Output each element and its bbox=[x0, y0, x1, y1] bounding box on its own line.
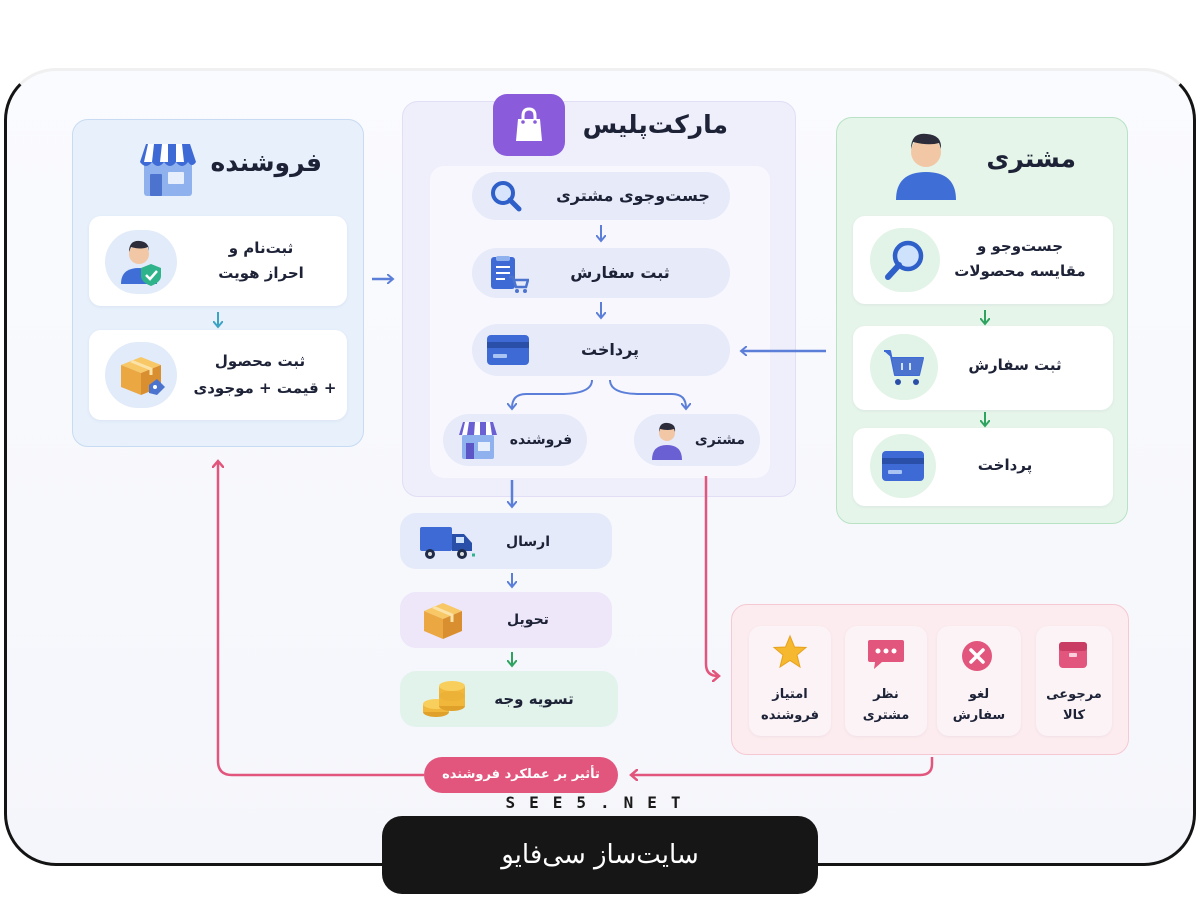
seller-step-register-line1: ثبت‌نام و bbox=[228, 239, 294, 257]
customer-step-search-line2: مقایسه محصولات bbox=[954, 262, 1086, 280]
watermark-text: SEE5.NET bbox=[505, 793, 695, 812]
customer-step-search-line1: جست‌وجو و bbox=[976, 237, 1064, 255]
cancel-icon bbox=[960, 639, 994, 673]
coins-icon bbox=[420, 676, 468, 722]
truck-icon bbox=[418, 521, 476, 563]
store-icon bbox=[456, 419, 500, 461]
issue-returns-line2: کالا bbox=[1062, 708, 1086, 723]
market-step-payment-label: پرداخت bbox=[580, 340, 640, 359]
arrow-to-issues bbox=[704, 476, 718, 676]
market-step-search-label: جست‌وجوی مشتری bbox=[556, 186, 710, 205]
shopping-bag-icon bbox=[493, 94, 565, 156]
brand-banner: سایت‌ساز سی‌فایو bbox=[382, 816, 818, 894]
star-icon bbox=[772, 634, 808, 670]
market-step-order-label: ثبت سفارش bbox=[570, 263, 670, 282]
customer-step-payment-label: پرداخت bbox=[977, 456, 1033, 474]
issue-rating-line2: فروشنده bbox=[761, 708, 819, 723]
seller-title: فروشنده bbox=[210, 148, 322, 177]
issue-cancel-line1: لغو bbox=[968, 687, 990, 702]
fulfillment-delivery-label: تحویل bbox=[507, 612, 549, 628]
cart-icon bbox=[870, 334, 938, 400]
issue-rating-line1: امتیاز bbox=[772, 687, 808, 702]
credit-card-icon bbox=[870, 434, 936, 498]
issue-review-line2: مشتری bbox=[862, 708, 910, 723]
marketplace-title: مارکت‌پلیس bbox=[582, 110, 728, 139]
impact-on-seller-pill: تأثیر بر عملکرد فروشنده bbox=[424, 757, 618, 793]
market-to-customer-label: مشتری bbox=[694, 432, 746, 448]
seller-step-product-line2: + قیمت + موجودی bbox=[193, 379, 337, 397]
search-icon bbox=[870, 228, 940, 292]
fulfillment-settlement-label: تسویه وجه bbox=[494, 690, 574, 708]
fulfillment-shipping-label: ارسال bbox=[505, 534, 551, 550]
fulfillment-settlement[interactable] bbox=[400, 671, 618, 727]
market-step-search[interactable] bbox=[472, 172, 730, 220]
market-to-seller-label: فروشنده bbox=[509, 432, 573, 448]
arrow-impact-to-seller bbox=[218, 462, 424, 777]
arrow-issues-to-impact bbox=[632, 757, 934, 775]
return-box-icon bbox=[1056, 638, 1090, 672]
box-icon bbox=[420, 597, 466, 643]
store-icon bbox=[136, 140, 200, 198]
chat-icon bbox=[866, 636, 906, 672]
arrow-payment-to-customer bbox=[609, 379, 686, 408]
arrow-payment-to-seller bbox=[512, 379, 593, 408]
seller-step-product-line1: ثبت محصول bbox=[214, 352, 306, 370]
user-icon bbox=[648, 418, 686, 462]
search-icon bbox=[488, 178, 524, 214]
verified-user-icon bbox=[105, 230, 177, 294]
seller-step-register-line2: احراز هویت bbox=[218, 264, 304, 282]
order-cart-icon bbox=[487, 253, 530, 295]
issue-cancel-line2: سفارش bbox=[952, 708, 1006, 723]
issue-review-line1: نظر bbox=[873, 687, 899, 702]
customer-title: مشتری bbox=[986, 144, 1076, 173]
user-icon bbox=[890, 126, 962, 202]
customer-step-order-label: ثبت سفارش bbox=[968, 356, 1062, 374]
package-tag-icon bbox=[105, 342, 177, 408]
issue-returns-line1: مرجوعی bbox=[1046, 687, 1102, 702]
credit-card-icon bbox=[485, 333, 531, 367]
